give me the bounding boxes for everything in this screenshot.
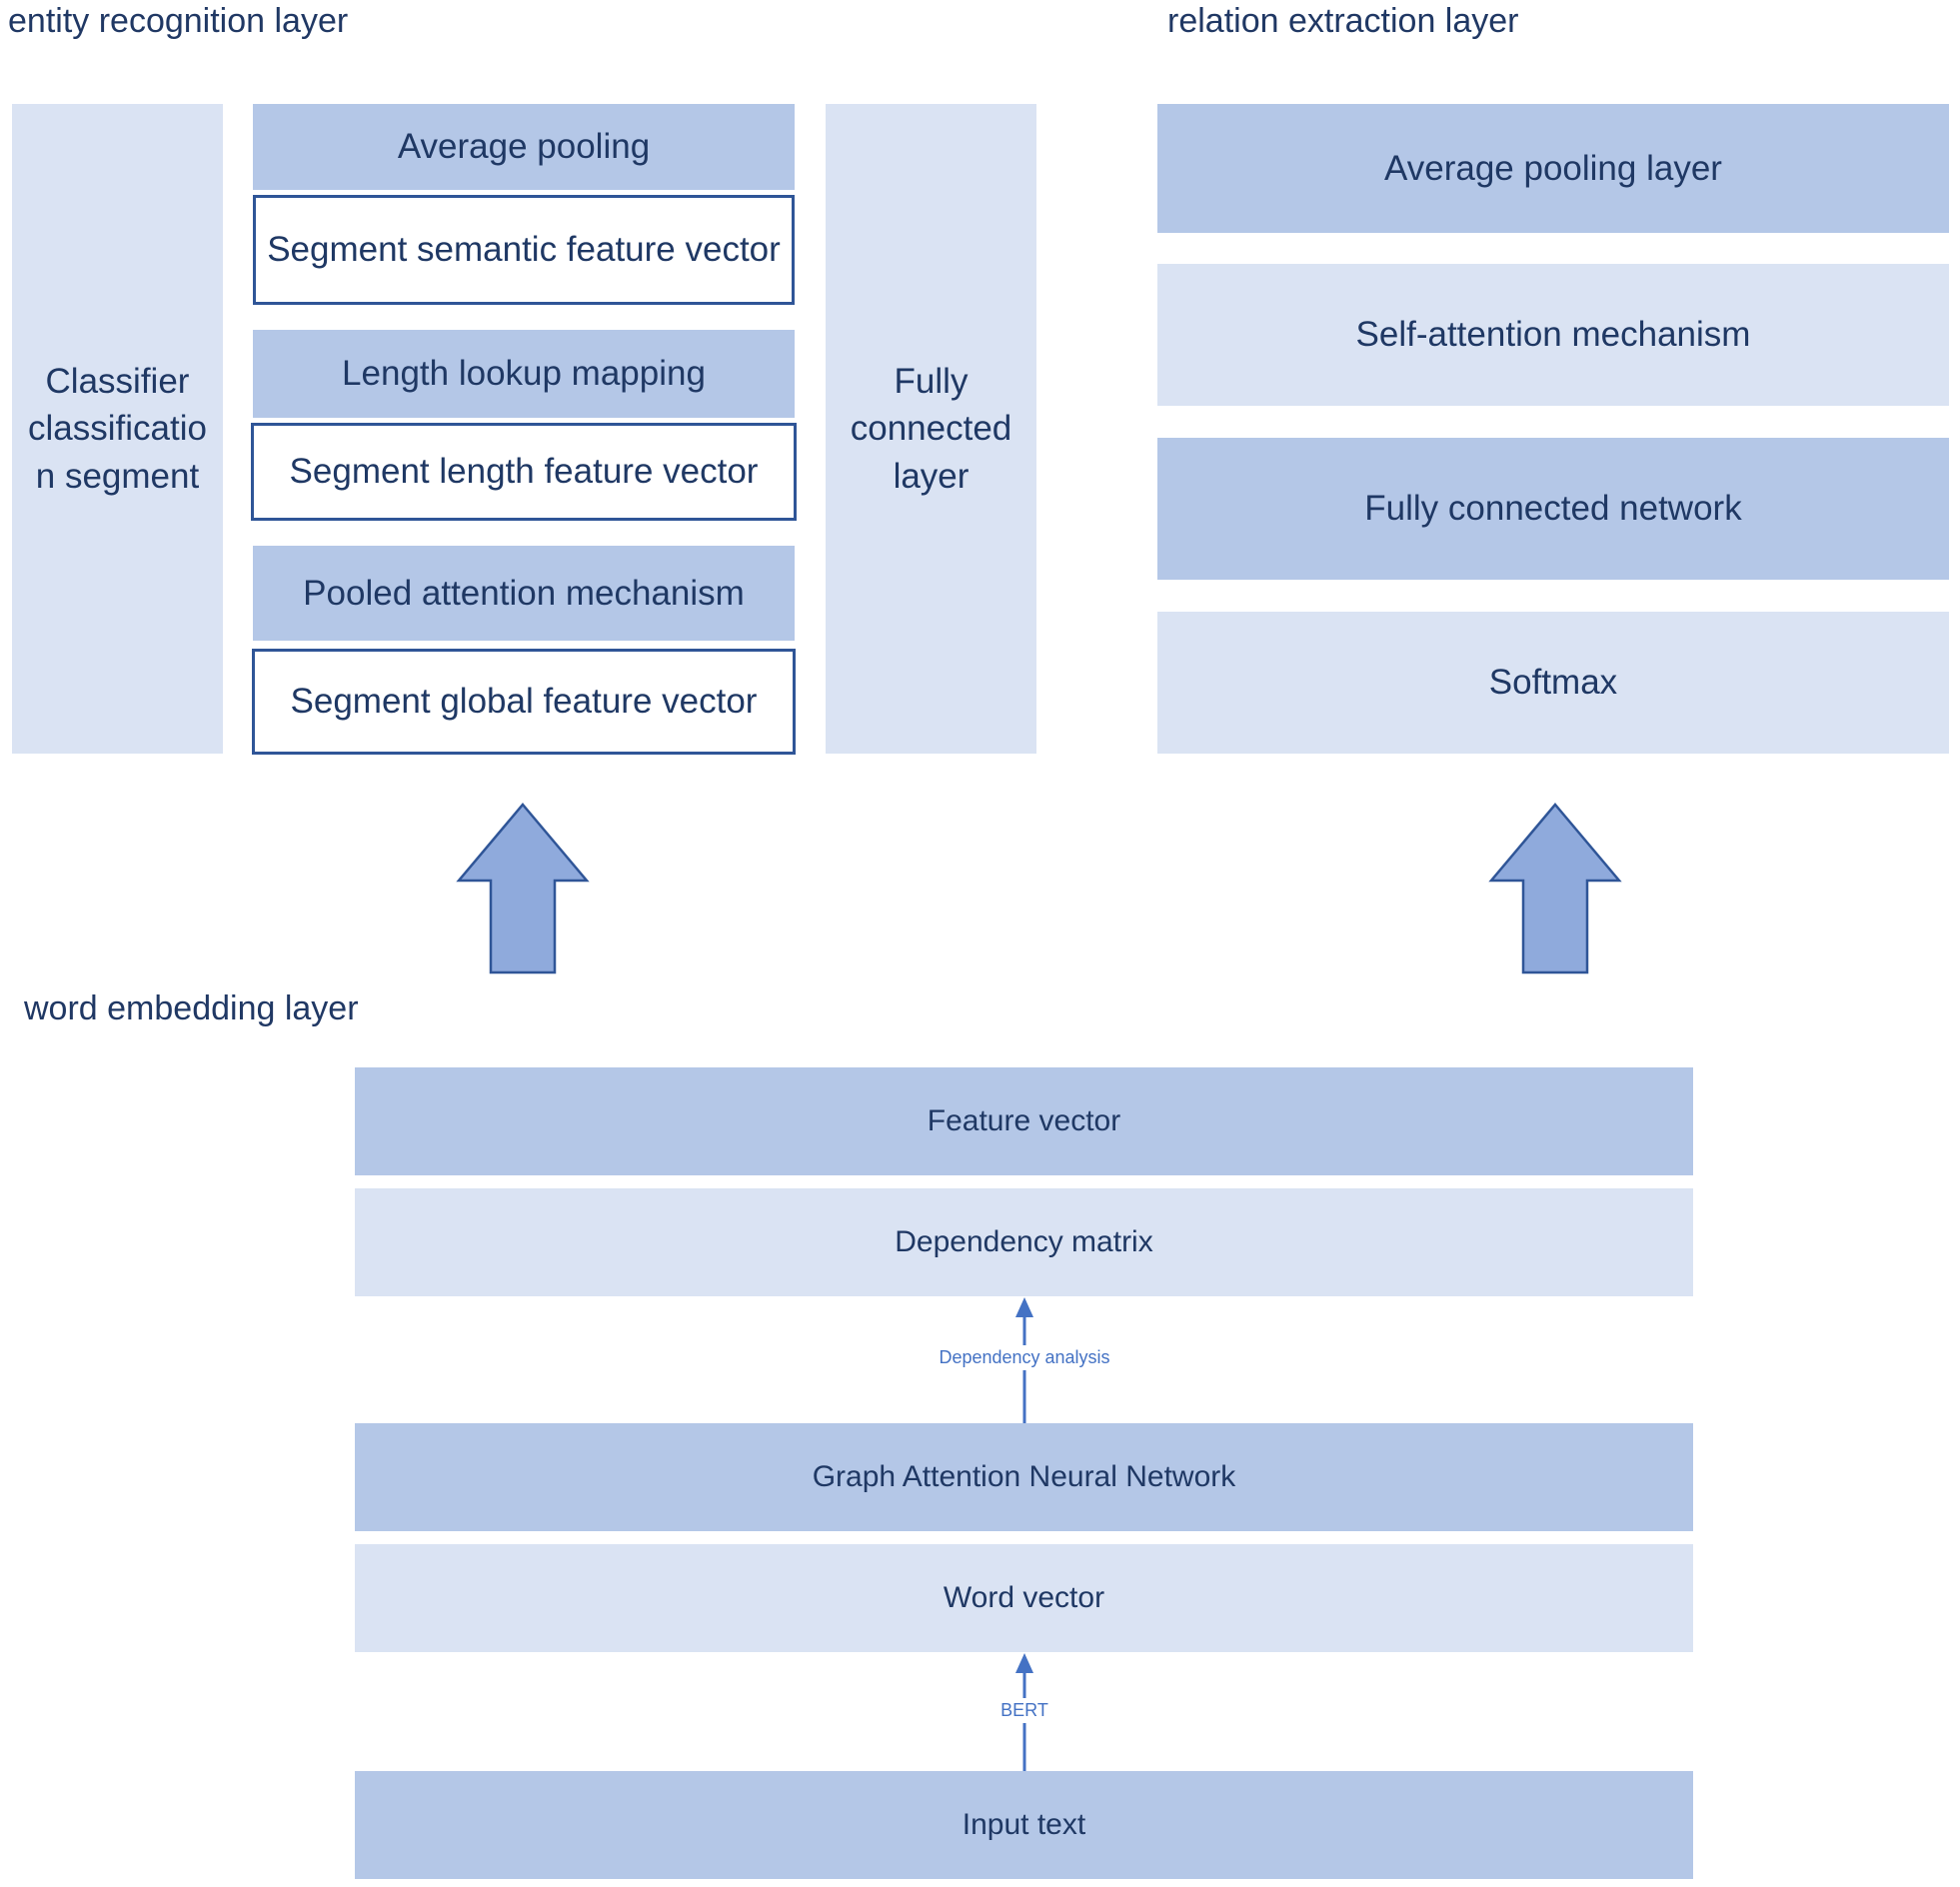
dependency-analysis-label: Dependency analysis [935, 1345, 1114, 1370]
classifier-segment-box: Classifier classificatio n segment [12, 104, 223, 754]
average-pooling-box: Average pooling [253, 104, 795, 190]
fully-connected-network-box: Fully connected network [1157, 438, 1949, 580]
gat-box: Graph Attention Neural Network [355, 1423, 1693, 1531]
feature-vector-box: Feature vector [355, 1067, 1693, 1175]
entity-recognition-title: entity recognition layer [8, 2, 349, 40]
input-text-box: Input text [355, 1771, 1693, 1879]
relation-extraction-title: relation extraction layer [1167, 2, 1519, 40]
word-embedding-title: word embedding layer [24, 989, 359, 1027]
word-vector-box: Word vector [355, 1544, 1693, 1652]
segment-semantic-vector-box: Segment semantic feature vector [253, 195, 795, 305]
up-arrow-relation-icon [1488, 803, 1622, 974]
up-arrow-entity-icon [456, 803, 590, 974]
segment-length-vector-box: Segment length feature vector [251, 423, 797, 521]
dependency-analysis-arrow-head-icon [1015, 1297, 1033, 1317]
dependency-matrix-box: Dependency matrix [355, 1188, 1693, 1296]
self-attention-box: Self-attention mechanism [1157, 264, 1949, 406]
bert-label: BERT [996, 1698, 1052, 1723]
fully-connected-layer-box: Fully connected layer [826, 104, 1036, 754]
bert-arrow-head-icon [1015, 1653, 1033, 1673]
segment-global-vector-box: Segment global feature vector [252, 649, 796, 755]
pooled-attention-box: Pooled attention mechanism [253, 546, 795, 641]
length-lookup-mapping-box: Length lookup mapping [253, 330, 795, 418]
softmax-box: Softmax [1157, 612, 1949, 754]
average-pooling-layer-box: Average pooling layer [1157, 104, 1949, 233]
